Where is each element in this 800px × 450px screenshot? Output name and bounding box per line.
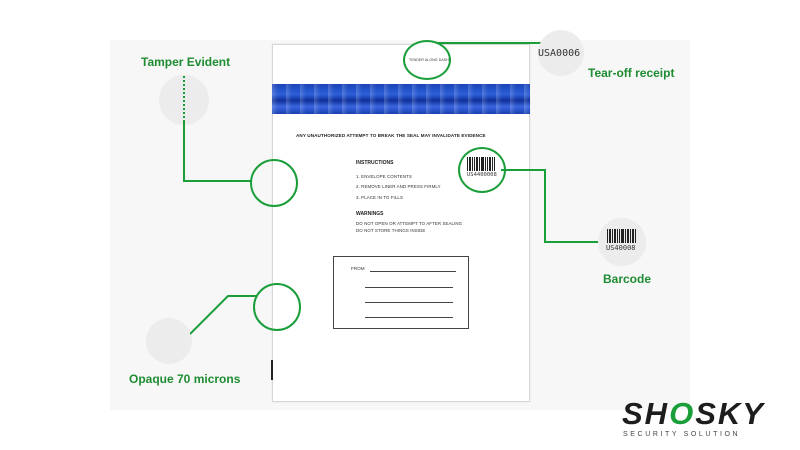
opaque-edge-zoom <box>253 283 301 331</box>
tear-off-receipt-label: Tear-off receipt <box>588 66 675 80</box>
instruction-item: 3. PLACE IN TO FILLS <box>356 195 403 200</box>
brand-name-o: O <box>669 396 696 431</box>
from-line <box>365 302 453 303</box>
connector-line <box>436 42 542 44</box>
from-label: FROM <box>351 266 365 271</box>
instructions-title: INSTRUCTIONS <box>356 160 394 166</box>
bag-warning-line: ANY UNAUTHORIZED ATTEMPT TO BREAK THE SE… <box>296 133 486 138</box>
from-line <box>365 287 453 288</box>
tamper-edge-zoom <box>250 159 298 207</box>
opaque-detail <box>146 318 192 364</box>
connector-line <box>183 180 251 182</box>
tear-off-seal-zoom <box>403 40 451 80</box>
from-box <box>333 256 469 329</box>
receipt-code: USA0006 <box>538 48 581 59</box>
seal-text: TENDER ALONG DASH <box>409 58 449 62</box>
brand-name-start: SH <box>622 396 670 431</box>
from-line <box>370 271 456 272</box>
bag-barcode-number: US4400008 <box>467 172 497 178</box>
blue-seal-strip <box>272 84 530 114</box>
connector-line <box>190 295 256 335</box>
barcode-detail-number: US40008 <box>606 244 636 252</box>
from-line <box>365 317 453 318</box>
connector-line <box>183 122 185 181</box>
tamper-evident-label: Tamper Evident <box>141 55 231 69</box>
barcode-label: Barcode <box>603 272 652 286</box>
seal-strip-texture <box>272 84 530 114</box>
perforation-mark <box>271 360 273 380</box>
instruction-item: 1. ENVELOPE CONTENTS <box>356 174 412 179</box>
warning-item: DO NOT STORE THINGS INSIDE <box>356 228 426 233</box>
brand-tagline: SECURITY SOLUTION <box>623 431 741 438</box>
tear-off-receipt-detail <box>538 30 584 76</box>
brand-logo: SHOSKY <box>622 396 765 432</box>
opaque-label: Opaque 70 microns <box>129 372 241 386</box>
barcode-icon <box>467 157 495 171</box>
connector-line <box>544 169 546 243</box>
tamper-perforation-line <box>183 76 185 122</box>
barcode-icon <box>607 229 636 243</box>
connector-line <box>544 241 602 243</box>
brand-name-end: SKY <box>695 396 765 431</box>
warnings-title: WARNINGS <box>356 211 384 217</box>
connector-line <box>501 169 546 171</box>
warning-item: DO NOT OPEN OR ATTEMPT TO AFTER SEALING <box>356 221 463 226</box>
instruction-item: 2. REMOVE LINER AND PRESS FIRMLY <box>356 184 441 189</box>
